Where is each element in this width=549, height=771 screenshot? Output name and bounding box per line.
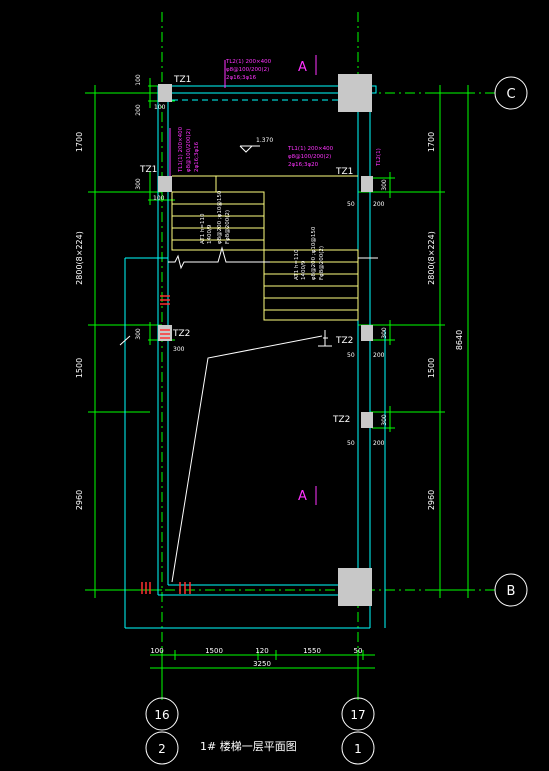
stair-at1-line4: Fφ8@200(2) <box>225 210 231 244</box>
axis-16-label: 16 <box>154 708 169 722</box>
stair-at2-line1: AT1 h=110 <box>294 249 300 280</box>
beam-note-tl1-line3: 2φ16;3φ20 <box>288 162 319 168</box>
beam-note-tl2-line1: TL2(1) 200×400 <box>225 59 272 65</box>
bottom-dim-120: 120 <box>255 647 268 655</box>
bottom-dim-1500: 1500 <box>205 647 223 655</box>
sdim-100a: 100 <box>135 74 142 86</box>
beam-note-vert-line1: TL1(1) 200×400 <box>178 126 184 173</box>
right-dim-3: 1500 <box>427 358 436 378</box>
sdim-100c: 100 <box>153 195 165 202</box>
sdim-300f: 300 <box>173 346 185 353</box>
axis-2-label: 2 <box>158 742 166 756</box>
beam-note-tl2-line3: 2φ16;3φ16 <box>226 75 257 81</box>
sdim-200b: 200 <box>373 201 385 208</box>
right-dim-1: 1700 <box>427 132 436 152</box>
right-dim-4: 2960 <box>427 490 436 510</box>
right-dim-2: 2800(8×224) <box>427 231 436 285</box>
left-dim-2: 2800(8×224) <box>75 231 84 285</box>
stair-at2-line3: φ8@200 ;φ10@150 <box>311 226 317 280</box>
sdim-300a: 300 <box>135 178 142 190</box>
sdim-300b: 300 <box>381 179 388 191</box>
stair-at2-line4: Fφ8@200(2) <box>319 246 325 280</box>
break-lines <box>119 145 378 583</box>
beam-note-small: TL2(1) <box>376 148 382 167</box>
columns <box>158 74 373 606</box>
axis-17-label: 17 <box>350 708 365 722</box>
left-dim-4: 2960 <box>75 490 84 510</box>
section-mark-middle: A <box>298 489 307 504</box>
column-tz1-left: TZ1 <box>139 165 157 175</box>
stair-at1-line3: φ8@200 ;φ10@150 <box>217 190 223 244</box>
rebar-ticks <box>141 295 191 594</box>
left-dim-3: 1500 <box>75 358 84 378</box>
axis-1-label: 1 <box>354 742 362 756</box>
overall-dim: 8640 <box>455 330 464 350</box>
column-tz2-left: TZ2 <box>172 329 190 339</box>
axis-c-label: C <box>506 87 515 102</box>
drawing-title: 1# 楼梯一层平面图 <box>200 739 297 753</box>
bottom-dim-50: 50 <box>354 647 363 655</box>
column-tz2-right: TZ2 <box>335 336 353 346</box>
sdim-300e: 300 <box>381 414 388 426</box>
sdim-100b: 100 <box>154 104 166 111</box>
beam-note-vert-line3: 2φ16;3φ16 <box>194 141 200 172</box>
bottom-dim-total: 3250 <box>253 660 271 668</box>
stair-at2-line2: 1400/9 <box>301 260 307 280</box>
sdim-50b: 50 <box>347 352 355 359</box>
sdim-200c: 200 <box>373 352 385 359</box>
left-dim-1: 1700 <box>75 132 84 152</box>
beam-note-tl1-line2: φ8@100/200(2) <box>288 154 331 160</box>
sdim-50a: 50 <box>347 201 355 208</box>
axis-bubbles <box>145 76 528 765</box>
beam-note-vert-line2: φ8@100/200(2) <box>186 129 192 172</box>
column-tz1-right: TZ1 <box>335 167 353 177</box>
axis-b-label: B <box>507 584 516 599</box>
stair-at1-line1: AT1 h=110 <box>200 213 206 244</box>
bottom-dim-100: 100 <box>150 647 163 655</box>
section-mark-top: A <box>298 60 307 75</box>
section-ticks <box>169 55 317 505</box>
bottom-dim-1550: 1550 <box>303 647 321 655</box>
sdim-50c: 50 <box>347 440 355 447</box>
sdim-300d: 300 <box>381 327 388 339</box>
sdim-200a: 200 <box>135 104 142 116</box>
level-mark: 1.370 <box>256 137 273 144</box>
sdim-300c: 300 <box>135 328 142 340</box>
column-tz2-mid: TZ2 <box>332 415 350 425</box>
beam-note-tl1-line1: TL1(1) 200×400 <box>287 146 334 152</box>
column-tz1-top: TZ1 <box>173 75 191 85</box>
stair-at1-line2: 1400/9 <box>207 224 213 244</box>
beam-note-tl2-line2: φ8@100/200(2) <box>226 67 269 73</box>
sdim-200d: 200 <box>373 440 385 447</box>
stair-flights <box>171 175 359 321</box>
